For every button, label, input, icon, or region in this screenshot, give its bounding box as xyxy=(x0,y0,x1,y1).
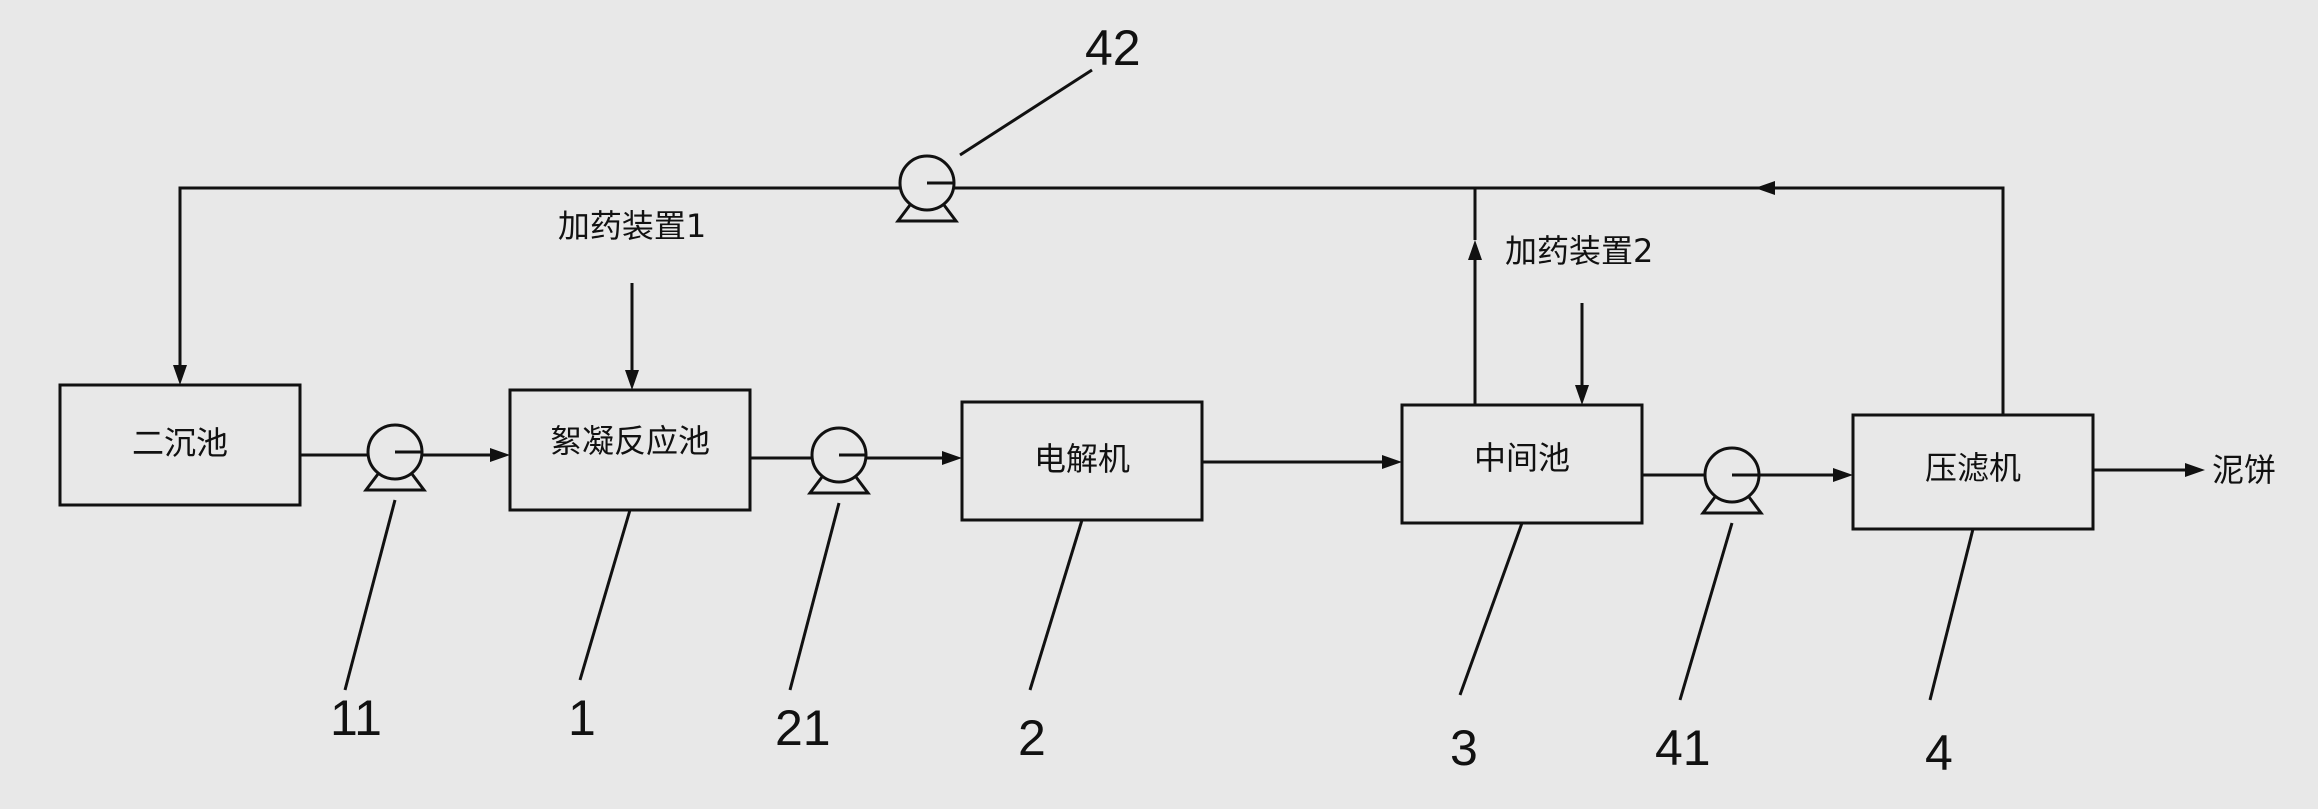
callout-2: 2 xyxy=(1018,710,1046,766)
callout-11: 11 xyxy=(330,690,382,746)
leader-21 xyxy=(788,502,841,691)
pump-41 xyxy=(1700,446,1764,515)
pump-11 xyxy=(363,423,427,492)
leader-4 xyxy=(1928,528,1975,701)
box-flocculation: 絮凝反应池 xyxy=(508,388,752,512)
box-secondary-settling: 二沉池 xyxy=(58,383,302,507)
callout-4: 4 xyxy=(1925,725,1953,781)
box-electrolyzer: 电解机 xyxy=(960,400,1204,522)
return-line-to-settling xyxy=(178,186,900,365)
box-intermediate-label: 中间池 xyxy=(1474,439,1570,477)
arrow-into-press xyxy=(1833,468,1853,482)
dosing-device-1-arrow xyxy=(625,370,639,390)
leader-41 xyxy=(1678,522,1734,701)
arrow-into-elec xyxy=(942,451,962,465)
dosing-device-2-arrow xyxy=(1575,385,1589,405)
callout-41: 41 xyxy=(1655,720,1711,776)
leader-3 xyxy=(1458,522,1524,696)
arrow-into-intermediate xyxy=(1382,455,1402,469)
arrow-into-settling xyxy=(173,365,187,385)
box-secondary-settling-label: 二沉池 xyxy=(132,424,228,462)
box-flocculation-label: 絮凝反应池 xyxy=(550,422,710,460)
callout-1: 1 xyxy=(568,690,596,746)
box-intermediate: 中间池 xyxy=(1400,403,1644,525)
pump-21 xyxy=(807,426,871,495)
arrow-into-floc xyxy=(490,448,510,462)
dosing-device-2-label: 加药装置2 xyxy=(1505,232,1653,270)
callout-42: 42 xyxy=(1085,20,1141,76)
dosing-device-1-label: 加药装置1 xyxy=(558,207,706,245)
output-sludge-cake: 泥饼 xyxy=(2212,451,2276,489)
return-line-from-press xyxy=(1775,186,2005,415)
arrow-to-cake xyxy=(2185,463,2205,477)
arrow-intermediate-up xyxy=(1468,240,1482,260)
callout-21: 21 xyxy=(775,700,831,756)
leader-11 xyxy=(343,499,397,691)
leader-2 xyxy=(1028,519,1084,691)
leader-1 xyxy=(578,509,632,681)
callout-3: 3 xyxy=(1450,720,1478,776)
box-filter-press: 压滤机 xyxy=(1851,413,2095,531)
box-electrolyzer-label: 电解机 xyxy=(1034,440,1130,478)
box-filter-press-label: 压滤机 xyxy=(1925,449,2021,487)
pump-42 xyxy=(895,154,959,223)
leader-42 xyxy=(959,68,1093,157)
